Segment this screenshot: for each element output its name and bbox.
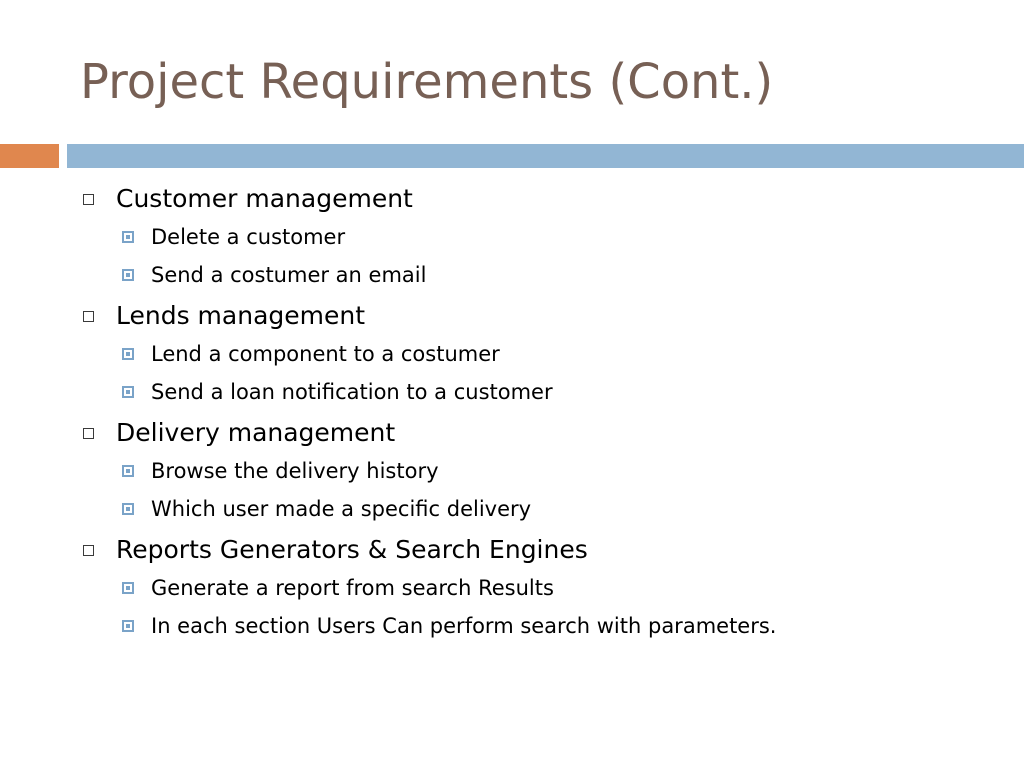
sub-item-text: Which user made a specific delivery — [151, 497, 532, 521]
list-item: In each section Users Can perform search… — [80, 610, 1010, 648]
title-divider-bar — [67, 144, 1024, 168]
list-item: Browse the delivery history — [80, 455, 1010, 493]
section-reports-search: Reports Generators & Search Engines Gene… — [80, 531, 1010, 648]
list-item: Reports Generators & Search Engines — [80, 531, 1010, 572]
sub-item-text: Browse the delivery history — [151, 459, 439, 483]
list-item: Lend a component to a costumer — [80, 338, 1010, 376]
sub-item-text: Send a loan notification to a customer — [151, 380, 553, 404]
sub-item-text: Send a costumer an email — [151, 263, 427, 287]
framed-square-bullet-icon — [122, 503, 134, 515]
list-item: Delivery management — [80, 414, 1010, 455]
hollow-square-bullet-icon — [83, 311, 94, 322]
framed-square-bullet-icon — [122, 620, 134, 632]
list-item: Lends management — [80, 297, 1010, 338]
section-heading: Delivery management — [116, 418, 396, 447]
title-accent-bar — [0, 144, 59, 168]
section-lends-management: Lends management Lend a component to a c… — [80, 297, 1010, 414]
framed-square-bullet-icon — [122, 269, 134, 281]
list-item: Send a loan notification to a customer — [80, 376, 1010, 414]
section-heading: Customer management — [116, 184, 413, 213]
sub-item-text: Generate a report from search Results — [151, 576, 554, 600]
list-item: Send a costumer an email — [80, 259, 1010, 297]
framed-square-bullet-icon — [122, 465, 134, 477]
list-item: Customer management — [80, 180, 1010, 221]
bullet-list: Customer management Delete a customer Se… — [80, 180, 1010, 648]
section-heading: Reports Generators & Search Engines — [116, 535, 588, 564]
framed-square-bullet-icon — [122, 582, 134, 594]
list-item: Delete a customer — [80, 221, 1010, 259]
framed-square-bullet-icon — [122, 348, 134, 360]
framed-square-bullet-icon — [122, 386, 134, 398]
list-item: Generate a report from search Results — [80, 572, 1010, 610]
list-item: Which user made a specific delivery — [80, 493, 1010, 531]
sub-item-text: Lend a component to a costumer — [151, 342, 500, 366]
framed-square-bullet-icon — [122, 231, 134, 243]
sub-item-text: Delete a customer — [151, 225, 346, 249]
hollow-square-bullet-icon — [83, 428, 94, 439]
section-heading: Lends management — [116, 301, 366, 330]
hollow-square-bullet-icon — [83, 194, 94, 205]
hollow-square-bullet-icon — [83, 545, 94, 556]
slide-title: Project Requirements (Cont.) — [80, 54, 774, 110]
section-delivery-management: Delivery management Browse the delivery … — [80, 414, 1010, 531]
section-customer-management: Customer management Delete a customer Se… — [80, 180, 1010, 297]
sub-item-text: In each section Users Can perform search… — [151, 614, 777, 638]
